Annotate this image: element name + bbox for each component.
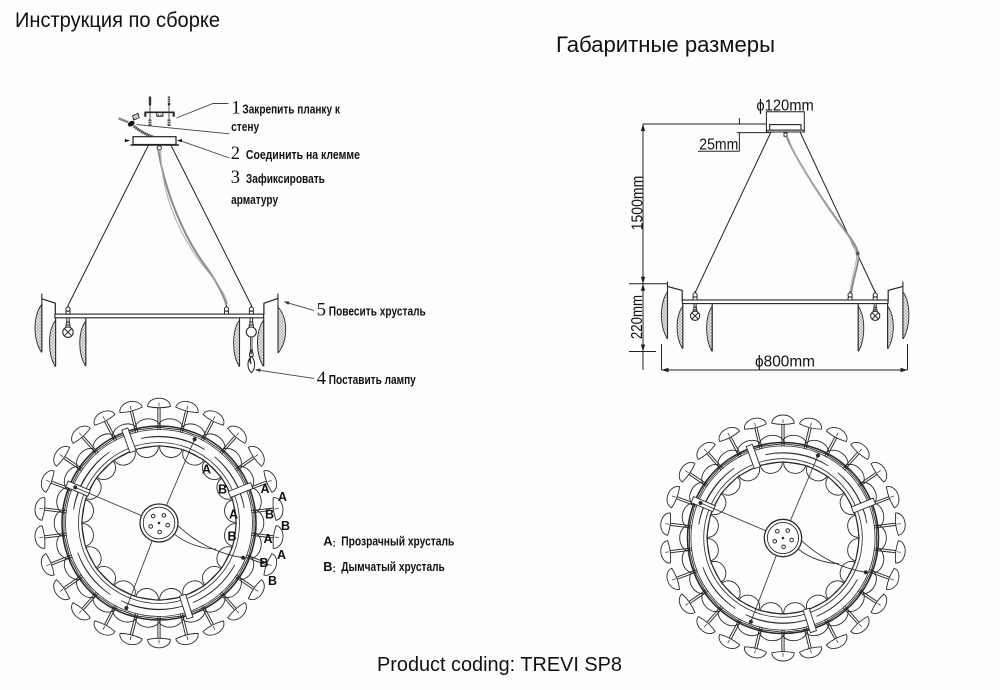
svg-text:B: B	[259, 556, 268, 570]
svg-text:Закрепить планку к: Закрепить планку к	[242, 101, 340, 116]
svg-text:2: 2	[231, 144, 240, 164]
svg-text:Product coding: TREVI SP8: Product coding: TREVI SP8	[377, 654, 622, 676]
svg-text:арматуру: арматуру	[231, 192, 279, 207]
svg-text:Инструкция по сборке: Инструкция по сборке	[15, 9, 220, 32]
svg-text:ϕ120mm: ϕ120mm	[756, 98, 813, 115]
svg-text:Прозрачный хрусталь: Прозрачный хрусталь	[341, 533, 454, 548]
svg-text:стену: стену	[231, 119, 260, 134]
svg-text:A: A	[202, 463, 211, 477]
svg-text:B: B	[281, 519, 290, 533]
svg-text:B: B	[268, 574, 277, 588]
svg-text:Соединить на клемме: Соединить на клемме	[246, 147, 360, 162]
svg-text:Габаритные размеры: Габаритные размеры	[556, 32, 775, 57]
svg-text:A: A	[277, 548, 286, 562]
svg-text:B: B	[218, 483, 227, 497]
svg-text:Повесить хрусталь: Повесить хрусталь	[329, 304, 426, 319]
svg-text:1500mm: 1500mm	[629, 176, 646, 231]
svg-text:ϕ800mm: ϕ800mm	[755, 354, 815, 371]
svg-text:3: 3	[231, 168, 240, 188]
svg-text:5: 5	[317, 301, 326, 321]
svg-text:4: 4	[317, 369, 326, 389]
svg-text:Зафиксировать: Зафиксировать	[246, 171, 325, 186]
svg-text:Дымчатый хрусталь: Дымчатый хрусталь	[341, 559, 445, 574]
svg-text:A: A	[263, 532, 272, 546]
svg-text:25mm: 25mm	[699, 136, 738, 153]
svg-text:1: 1	[231, 98, 240, 118]
svg-text:B: B	[227, 529, 236, 543]
svg-text:A: A	[278, 490, 287, 504]
svg-text:B: B	[265, 508, 274, 522]
svg-text:A: A	[229, 508, 238, 522]
svg-text:Поставить лампу: Поставить лампу	[329, 372, 417, 387]
svg-text:A: A	[260, 482, 269, 496]
svg-text:220mm: 220mm	[629, 295, 646, 339]
